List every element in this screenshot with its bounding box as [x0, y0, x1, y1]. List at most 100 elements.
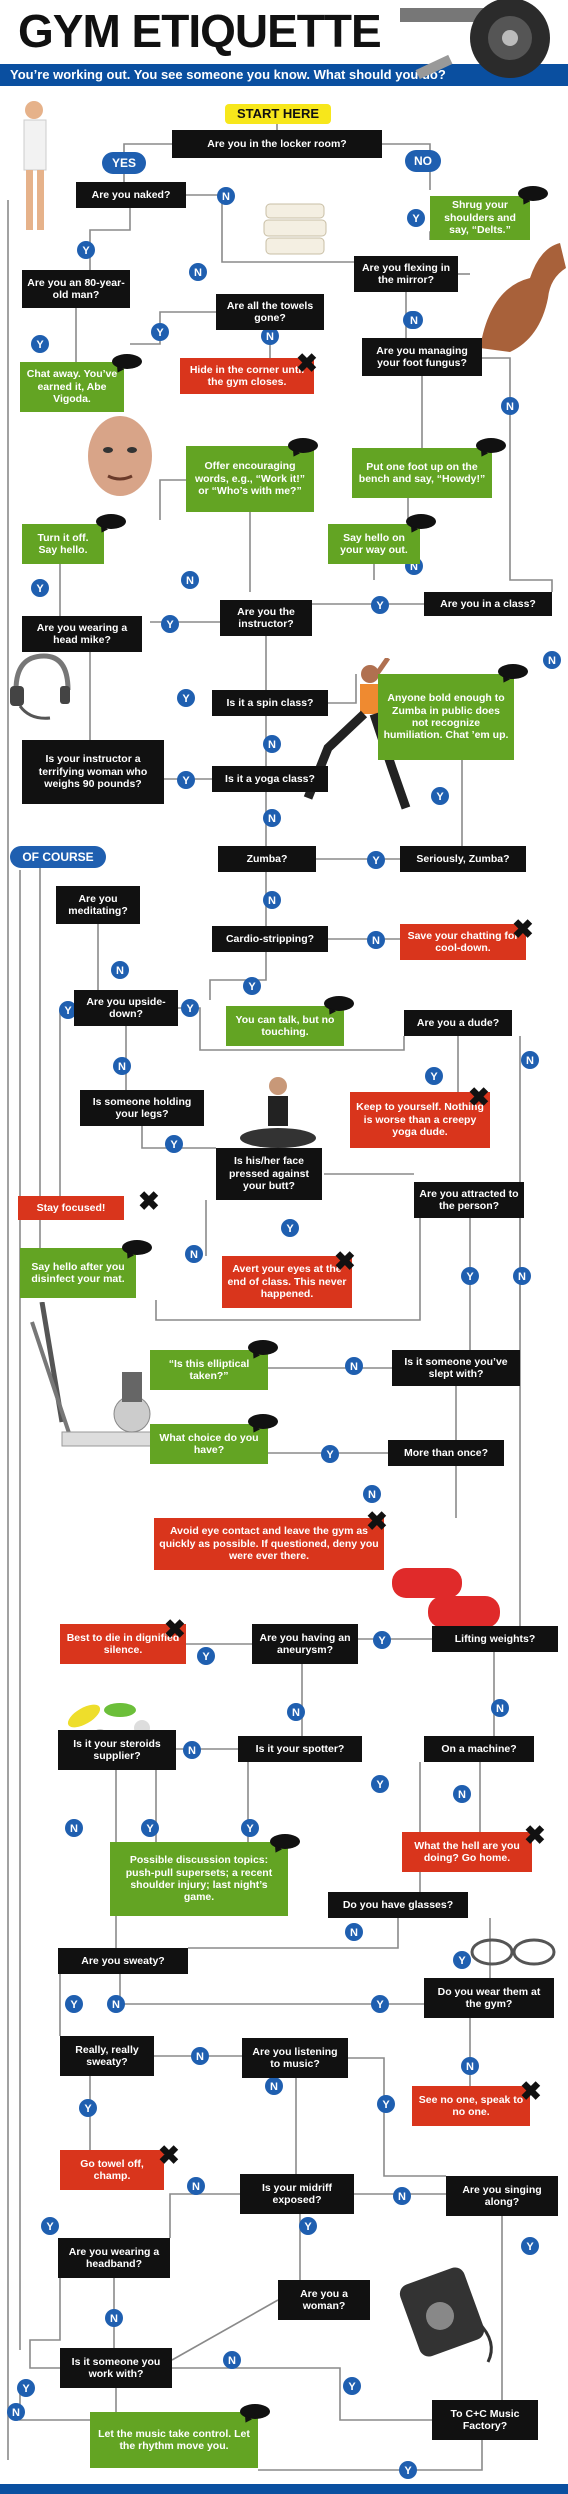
no-marker — [501, 397, 519, 415]
decision-marker-label: Y — [378, 1635, 386, 1647]
no-marker — [263, 735, 281, 753]
decision-marker-label: N — [458, 1789, 466, 1801]
question-foot-fungus: Are you managing your foot fungus? — [362, 338, 482, 376]
question-cardio-stripping: Cardio-stripping? — [212, 926, 328, 952]
decision-marker-label: Y — [430, 1071, 438, 1083]
question-naked: Are you naked? — [76, 182, 186, 208]
connector-line — [169, 2193, 240, 2238]
question-cc-music-factory: To C+C Music Factory? — [432, 2400, 538, 2440]
yes-marker — [453, 1951, 471, 1969]
towel-man-icon — [23, 101, 47, 230]
decision-marker-label: N — [410, 561, 418, 573]
question-really-sweaty: Really, really sweaty? — [60, 2036, 154, 2076]
question-upside-down: Are you upside-down? — [74, 990, 178, 1026]
yes-marker — [59, 1001, 77, 1019]
question-dude: Are you a dude? — [404, 1010, 512, 1036]
yes-marker — [77, 241, 95, 259]
connector-line — [348, 2057, 446, 2177]
decision-marker-label: N — [350, 1361, 358, 1373]
question-aneurysm: Are you having an aneurysm? — [252, 1624, 358, 1664]
no-marker — [189, 263, 207, 281]
no-marker — [491, 1699, 509, 1717]
decision-marker-label: Y — [156, 327, 164, 339]
yes-marker — [321, 1445, 339, 1463]
flexing-arm-icon — [480, 243, 566, 352]
no-marker — [111, 961, 129, 979]
decision-marker-label: N — [506, 401, 514, 413]
yes-marker — [425, 1067, 443, 1085]
decision-marker-label: Y — [404, 2465, 412, 2477]
decision-marker-label: N — [186, 575, 194, 587]
music-player-icon — [399, 2267, 493, 2363]
no-marker — [181, 571, 199, 589]
no-marker — [521, 1051, 539, 1069]
no-marker — [265, 2077, 283, 2095]
yes-marker — [343, 2377, 361, 2395]
answer-avert-eyes: Avert your eyes at the end of class. Thi… — [222, 1256, 352, 1308]
no-marker — [263, 891, 281, 909]
yes-marker — [367, 851, 385, 869]
decision-marker-label: N — [116, 965, 124, 977]
connector-line — [188, 1918, 399, 1949]
decision-marker-label: Y — [458, 1955, 466, 1967]
question-terrifying-instructor: Is your instructor a terrifying woman wh… — [22, 740, 164, 804]
decision-marker-label: N — [548, 655, 556, 667]
no-marker — [345, 1923, 363, 1941]
answer-see-no-one: See no one, speak to no one. — [412, 2086, 530, 2126]
x-mark-icon: ✖ — [512, 914, 534, 944]
no-marker — [263, 809, 281, 827]
of-course-badge: OF COURSE — [10, 846, 106, 868]
dumbbell-icon — [400, 0, 550, 80]
answer-elliptical-taken: “Is this elliptical taken?” — [150, 1350, 268, 1390]
decision-marker-label: Y — [166, 619, 174, 631]
decision-marker-label: N — [12, 2407, 20, 2419]
decision-marker-label: N — [496, 1703, 504, 1715]
decision-marker-label: N — [196, 2051, 204, 2063]
vigoda-face-icon — [88, 416, 152, 496]
question-woman: Are you a woman? — [278, 2280, 370, 2320]
question-locker-room: Are you in the locker room? — [172, 130, 382, 158]
connector-line — [172, 2367, 432, 2421]
answer-foot-up: Put one foot up on the bench and say, “H… — [352, 448, 492, 498]
decision-marker-label: N — [110, 2313, 118, 2325]
decision-marker-label: N — [70, 1823, 78, 1835]
yes-marker — [177, 771, 195, 789]
decision-marker-label: Y — [64, 1005, 72, 1017]
yes-marker — [371, 1775, 389, 1793]
no-marker — [105, 2309, 123, 2327]
x-mark-icon: ✖ — [296, 348, 318, 378]
question-yoga-class: Is it a yoga class? — [212, 766, 328, 792]
speech-bubble-icon — [248, 1414, 278, 1429]
question-seriously-zumba: Seriously, Zumba? — [400, 846, 526, 872]
yes-marker — [371, 596, 389, 614]
decision-marker-label: Y — [202, 1651, 210, 1663]
question-slept-with: Is it someone you’ve slept with? — [392, 1350, 520, 1386]
connector-line — [258, 2440, 483, 2471]
red-dumbbells-icon — [392, 1568, 500, 1628]
answer-creepy-yoga-dude: Keep to yourself. Nothing is worse than … — [350, 1092, 490, 1148]
yes-marker — [399, 2461, 417, 2479]
question-spotter: Is it your spotter? — [238, 1736, 362, 1762]
answer-zumba-bold: Anyone bold enough to Zumba in public do… — [378, 674, 514, 760]
decision-marker-label: Y — [182, 775, 190, 787]
no-marker — [513, 1267, 531, 1285]
answer-avoid-eye-contact: Avoid eye contact and leave the gym as q… — [154, 1518, 384, 1570]
question-in-class: Are you in a class? — [424, 592, 552, 616]
question-work-with: Is it someone you work with? — [60, 2348, 172, 2388]
decision-marker-label: Y — [286, 1223, 294, 1235]
connector-line — [328, 674, 357, 704]
no-marker — [345, 1357, 363, 1375]
decision-marker-label: Y — [466, 1271, 474, 1283]
connector-line — [209, 952, 267, 1000]
decision-marker-label: N — [350, 1927, 358, 1939]
question-80-year-old: Are you an 80-year-old man? — [22, 270, 130, 308]
decision-marker-label: Y — [326, 1449, 334, 1461]
yes-marker — [431, 787, 449, 805]
no-marker — [405, 311, 423, 329]
question-glasses: Do you have glasses? — [328, 1892, 468, 1918]
no-marker — [367, 931, 385, 949]
decision-marker-label: N — [222, 191, 230, 203]
decision-marker-label: N — [518, 1271, 526, 1283]
decision-marker-label: Y — [182, 693, 190, 705]
question-meditating: Are you meditating? — [56, 886, 140, 924]
